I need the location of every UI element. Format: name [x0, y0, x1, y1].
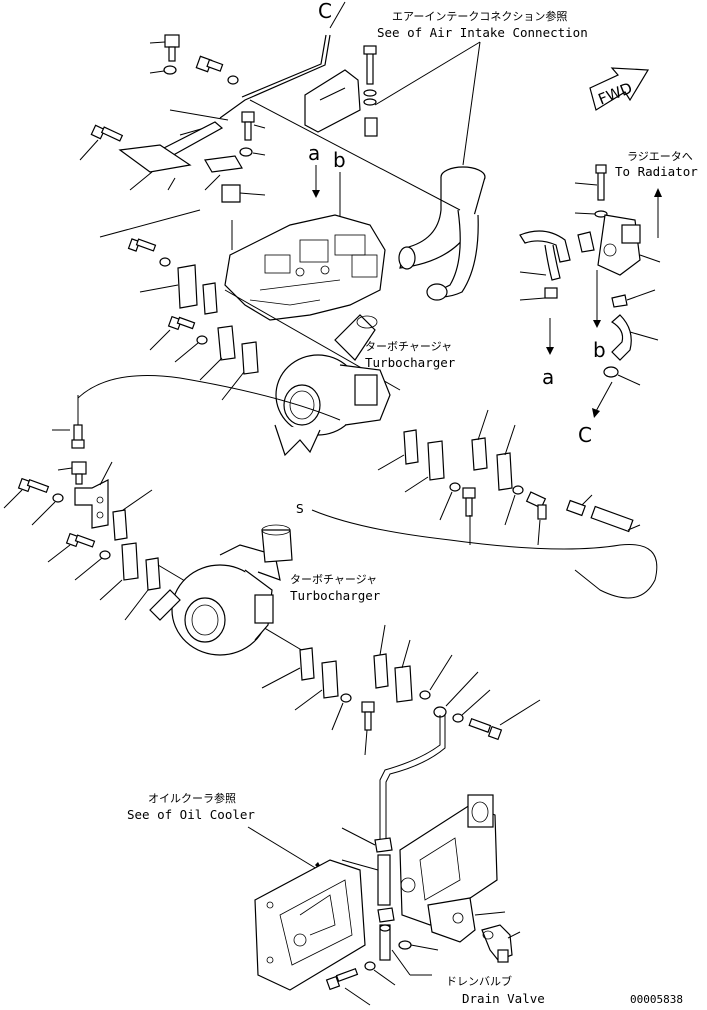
- ref-c-top-leader: [329, 1, 346, 29]
- flange-upper-right: [427, 440, 445, 481]
- ref-a-right: a: [542, 365, 554, 389]
- hose-drain: [377, 854, 391, 906]
- fitting-right-2: [611, 294, 628, 308]
- bolt-left-mid: [17, 477, 50, 494]
- washer-top-2: [227, 75, 239, 85]
- flange-lower-right-2: [394, 665, 413, 703]
- ref-b-right: b: [593, 338, 606, 362]
- air-intake-leader-2: [462, 41, 481, 166]
- ref-c-top: C: [318, 0, 332, 23]
- bolt-vertical-top: [363, 45, 377, 85]
- drain-valve: [481, 924, 513, 963]
- bolt-top-1: [164, 34, 180, 62]
- hose-end-upper-right: [590, 505, 634, 533]
- pipe-c-inner: [241, 34, 327, 98]
- spacer-top: [221, 184, 241, 203]
- fitting-left-mid: [71, 461, 87, 485]
- bolt-upper-left-2: [127, 238, 157, 252]
- break-mark: S: [296, 502, 304, 516]
- oil-cooler-housing: [254, 794, 498, 991]
- clamp-plate: [204, 155, 243, 173]
- thermostat-housing: [597, 214, 641, 276]
- oil-cooler-label-jp: オイルクーラ参照: [148, 791, 236, 805]
- ref-b-top: b: [333, 148, 346, 172]
- flange-lower-right: [321, 660, 339, 699]
- turbo-lower-label-en: Turbocharger: [290, 588, 381, 603]
- washer-top-1: [163, 65, 177, 75]
- drain-valve-label-en: Drain Valve: [462, 991, 545, 1006]
- spacer-vertical: [364, 117, 378, 137]
- gasket-lower-right-1: [299, 647, 315, 681]
- air-intake-label-jp: エアーインテークコネクション参照: [392, 9, 567, 23]
- oil-line-lower-curve: [311, 509, 658, 599]
- ref-a-top: a: [308, 141, 320, 165]
- ref-c-right: C: [578, 423, 592, 447]
- gasket-row2: [241, 341, 259, 375]
- drain-pipe-inner: [385, 715, 446, 840]
- hose-elbow-right: [519, 230, 571, 263]
- gasket-upper-right-2: [471, 437, 488, 471]
- radiator-label-en: To Radiator: [615, 164, 698, 179]
- turbo-lower-label-jp: ターボチャージャ: [290, 573, 377, 586]
- bolt-lower-right: [361, 701, 375, 731]
- flange-block-upper: [177, 264, 198, 309]
- bolt-left-lower: [65, 532, 96, 548]
- gasket-left-mid: [112, 509, 128, 541]
- air-intake-leader-1: [374, 41, 481, 106]
- hose-right-2: [610, 314, 632, 361]
- bracket-left-mid: [74, 479, 109, 529]
- bolt-top-3: [241, 111, 255, 141]
- bolt-left-1: [90, 124, 124, 142]
- flange-left-lower: [121, 542, 139, 581]
- clamp-drain-2: [377, 907, 395, 923]
- mount-bracket: [304, 69, 361, 133]
- gasket-upper-1: [202, 282, 218, 315]
- drawing-number: 00005838: [630, 993, 683, 1006]
- oil-cooler-label-en: See of Oil Cooler: [127, 807, 255, 822]
- turbocharger-lower: [149, 524, 293, 656]
- air-intake-elbow: [398, 166, 486, 301]
- elbow-fitting-upper-right: [525, 491, 547, 520]
- bolt-bottom: [325, 967, 359, 991]
- fwd-arrow-icon: FWD: [589, 67, 650, 111]
- drain-valve-label-jp: ドレンバルブ: [446, 974, 512, 988]
- turbocharger-upper: [274, 314, 391, 457]
- clamp-right: [577, 231, 595, 253]
- clamp-drain-1: [374, 837, 393, 853]
- bolt-upper-right: [462, 487, 476, 517]
- bracket-plate: [118, 144, 192, 173]
- hose-right-1: [544, 244, 561, 281]
- radiator-label-jp: ラジエータへ: [627, 150, 693, 163]
- oil-line-upper-curve: [77, 375, 341, 421]
- bolt-row2-1: [167, 315, 196, 331]
- bolt-top-2: [195, 55, 224, 73]
- turbo-upper-label-jp: ターボチャージャ: [365, 340, 452, 353]
- bolt-lower-right-2: [468, 717, 503, 741]
- fitting-right-1: [544, 287, 558, 299]
- gasket-lower-right-2: [373, 653, 389, 689]
- gasket-left-lower: [145, 557, 161, 591]
- flange-block-row2: [217, 325, 236, 361]
- clamp-right-2: [603, 366, 619, 378]
- air-intake-label-en: See of Air Intake Connection: [377, 25, 588, 40]
- engine-manifold-upper: [224, 214, 386, 321]
- turbo-upper-label-en: Turbocharger: [365, 355, 456, 370]
- gasket-upper-right-1: [403, 429, 419, 465]
- connector-upper-right: [566, 499, 586, 517]
- washer-top-3: [239, 147, 253, 157]
- flange-upper-right-2: [496, 452, 513, 491]
- bolt-right-vertical: [595, 164, 607, 201]
- drain-adapter-block: [427, 897, 476, 943]
- drain-pipe-outer: [379, 715, 441, 840]
